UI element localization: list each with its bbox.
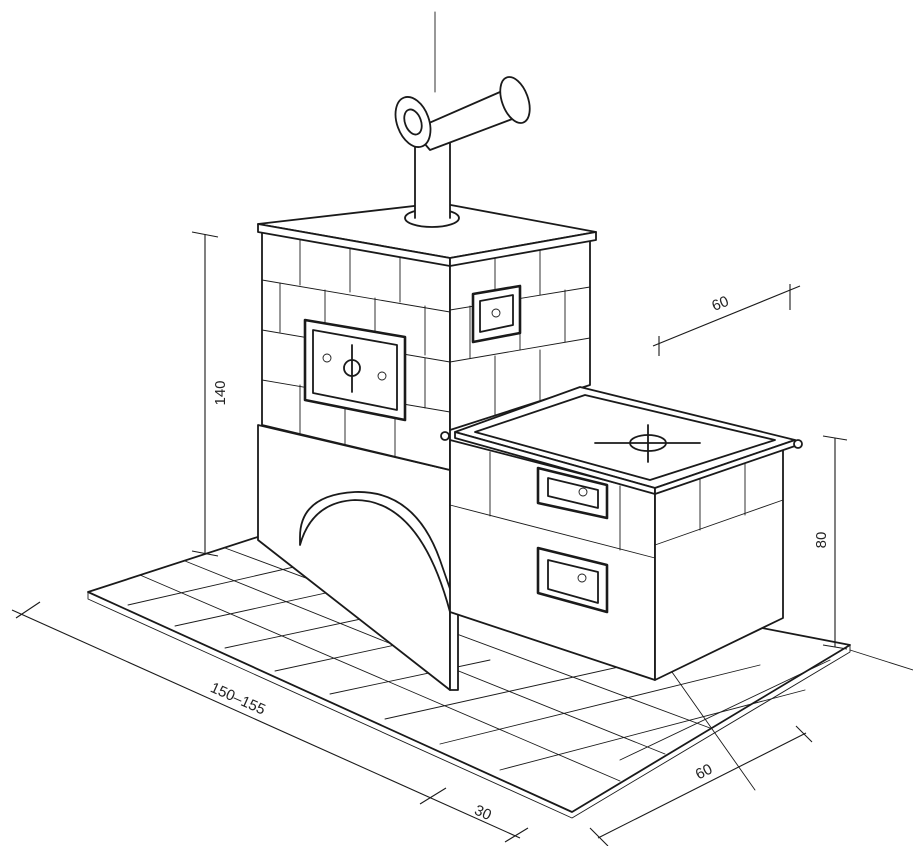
dim-depth-front: 60 <box>589 725 813 846</box>
dim-height-right: 80 <box>813 435 848 650</box>
label-140: 140 <box>212 380 229 405</box>
label-30: 30 <box>472 802 494 824</box>
cooking-section <box>440 386 803 681</box>
label-80: 80 <box>813 532 830 549</box>
label-150-155: 150–155 <box>208 679 268 718</box>
floor-tiles <box>87 532 851 819</box>
label-60-top: 60 <box>709 293 731 315</box>
dim-height-left: 140 <box>191 231 229 557</box>
wall-corner-line <box>849 649 913 671</box>
small-door <box>471 284 522 344</box>
chimney-pipe <box>394 76 531 228</box>
stove-base-left <box>257 424 459 691</box>
dim-depth-top: 60 <box>652 284 801 356</box>
firebox-door <box>303 318 407 422</box>
label-60-front: 60 <box>693 761 716 784</box>
